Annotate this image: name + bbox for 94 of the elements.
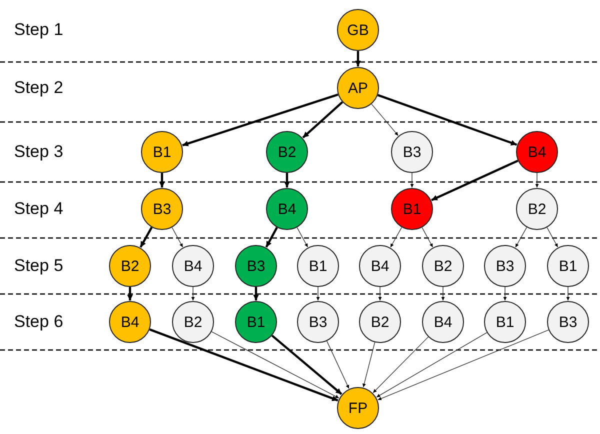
state-circle — [337, 67, 379, 109]
state-circle — [109, 301, 151, 343]
arrow — [377, 94, 518, 146]
state-circle — [235, 245, 277, 287]
state-circle — [359, 245, 401, 287]
node-label: AP — [348, 80, 368, 96]
node-label: B1 — [152, 144, 172, 160]
step-label: Step 6 — [14, 312, 64, 332]
state-circle — [297, 301, 339, 343]
node-label: B4 — [370, 258, 390, 274]
node-label: B1 — [308, 258, 328, 274]
arrow — [302, 101, 344, 138]
node-label: B2 — [184, 314, 202, 330]
arrow — [410, 172, 414, 188]
state-circle — [266, 188, 308, 230]
node-label: B4 — [434, 314, 452, 330]
arrow — [265, 226, 278, 248]
arrow — [503, 286, 507, 301]
arrow — [140, 226, 153, 248]
node-label: B2 — [528, 200, 546, 218]
node-label: B1 — [402, 200, 422, 218]
state-circle — [484, 245, 526, 287]
arrow — [362, 342, 376, 388]
state-circle — [141, 131, 183, 173]
arrow — [271, 334, 342, 395]
arrow — [326, 340, 350, 389]
step-label: Step 5 — [14, 256, 64, 276]
state-circle — [422, 245, 464, 287]
arrow — [182, 93, 338, 146]
arrow — [355, 51, 361, 66]
state-circle — [297, 245, 339, 287]
arrow — [422, 227, 434, 248]
node-label: B1 — [246, 314, 266, 330]
arrow — [172, 227, 184, 248]
node-label: B4 — [120, 314, 140, 330]
state-circle — [266, 131, 308, 173]
node-label: B4 — [528, 144, 546, 160]
arrow — [253, 287, 259, 300]
arrow — [390, 226, 402, 248]
arrow — [546, 227, 558, 248]
node-label: B3 — [308, 314, 328, 330]
node-label: B1 — [496, 314, 514, 330]
step-label: Step 1 — [14, 20, 64, 40]
arrow — [159, 173, 165, 188]
step-label: Step 3 — [14, 142, 64, 162]
state-circle — [172, 245, 214, 287]
node-label: B3 — [496, 258, 514, 274]
step-label: Step 4 — [14, 199, 64, 219]
state-circle — [547, 245, 589, 287]
state-circle — [391, 131, 433, 173]
node-label: B3 — [152, 200, 172, 218]
step-label: Step 2 — [14, 78, 64, 98]
arrow — [296, 227, 308, 248]
arrow — [566, 286, 570, 301]
node-label: B3 — [402, 144, 422, 160]
arrow — [284, 173, 290, 188]
arrow — [371, 104, 398, 136]
state-circle — [516, 131, 558, 173]
state-circle — [391, 188, 433, 230]
state-circle — [141, 188, 183, 230]
arrow — [316, 286, 320, 301]
state-circle — [109, 245, 151, 287]
node-label: B3 — [246, 258, 266, 274]
arrow — [378, 330, 549, 400]
state-circle — [359, 301, 401, 343]
state-circle — [547, 301, 589, 343]
node-label: B2 — [370, 314, 390, 330]
node-label: FP — [348, 400, 368, 416]
state-circle — [337, 387, 379, 429]
state-circle — [337, 9, 379, 51]
node-label: B2 — [278, 144, 296, 160]
node-label: B1 — [558, 258, 578, 274]
arrow — [535, 172, 539, 188]
state-circle — [484, 301, 526, 343]
arrow — [431, 160, 518, 202]
state-circle — [516, 188, 558, 230]
arrow — [515, 226, 528, 248]
arrow — [376, 332, 488, 398]
state-circle — [235, 301, 277, 343]
node-label: B4 — [184, 258, 202, 274]
arrow — [372, 336, 429, 394]
node-label: B2 — [120, 258, 140, 274]
node-label: B2 — [434, 258, 452, 274]
arrow — [378, 286, 382, 301]
arrow — [191, 286, 195, 301]
state-circle — [172, 301, 214, 343]
node-label: B3 — [558, 314, 578, 330]
state-circle — [422, 301, 464, 343]
arrow — [211, 331, 340, 398]
arrow — [149, 328, 338, 402]
arrow — [127, 287, 133, 300]
arrow — [441, 286, 445, 301]
node-label: GB — [347, 22, 369, 38]
node-label: B4 — [278, 200, 296, 218]
